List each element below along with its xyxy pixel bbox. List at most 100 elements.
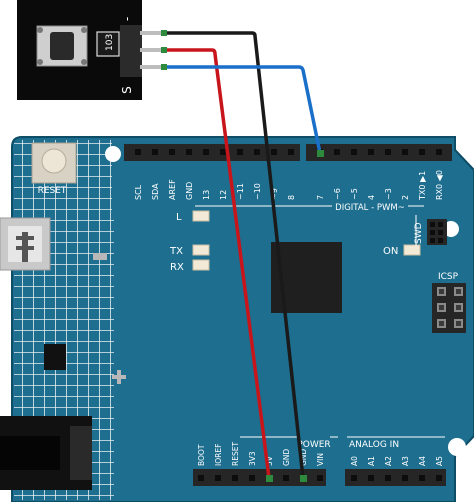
power-pin-label: GND bbox=[282, 449, 291, 466]
led-tx-label: TX bbox=[169, 246, 183, 257]
header-pin[interactable] bbox=[186, 149, 192, 155]
header-pin[interactable] bbox=[419, 149, 425, 155]
header-pin[interactable] bbox=[254, 149, 260, 155]
top-pin-label: 8 bbox=[287, 195, 296, 200]
header-pin[interactable] bbox=[215, 475, 221, 481]
power-pin-label: IOREF bbox=[214, 444, 223, 466]
analog-pin-label: A2 bbox=[384, 456, 393, 466]
usb-port bbox=[0, 217, 51, 271]
reset-button[interactable] bbox=[31, 142, 77, 184]
top-pin-label: 12 bbox=[219, 190, 228, 200]
header-pin[interactable] bbox=[317, 475, 323, 481]
blue-wire[interactable] bbox=[165, 65, 322, 154]
header-pin[interactable] bbox=[436, 149, 442, 155]
swd-pin bbox=[430, 238, 435, 243]
smd-part bbox=[93, 253, 107, 260]
top-pin-label: RX0 ◀0 bbox=[435, 170, 444, 200]
wire-end bbox=[300, 475, 307, 482]
analog-pin-label: A4 bbox=[418, 456, 427, 466]
button-module: 103 - S bbox=[17, 0, 164, 100]
wire-end bbox=[266, 475, 273, 482]
power-pin-label: 5V bbox=[265, 455, 274, 466]
header-pin[interactable] bbox=[283, 475, 289, 481]
header-pin[interactable] bbox=[351, 149, 357, 155]
tactile-button[interactable] bbox=[36, 25, 88, 67]
power-pin-label: 3V3 bbox=[248, 451, 257, 466]
pin-housing bbox=[120, 25, 142, 77]
power-pin-label: BOOT bbox=[197, 444, 206, 466]
analog-header bbox=[345, 469, 446, 486]
header-pin[interactable] bbox=[368, 149, 374, 155]
regulator-chip bbox=[44, 344, 66, 370]
header-pin[interactable] bbox=[334, 149, 340, 155]
header-pin[interactable] bbox=[436, 475, 442, 481]
power-label: POWER bbox=[297, 440, 330, 450]
header-pin[interactable] bbox=[203, 149, 209, 155]
top-header bbox=[124, 144, 452, 161]
swd-pin bbox=[430, 230, 435, 235]
plus-mark bbox=[112, 370, 126, 384]
header-pin[interactable] bbox=[232, 475, 238, 481]
analog-pin-label: A5 bbox=[435, 456, 444, 466]
header-pin[interactable] bbox=[152, 149, 158, 155]
top-pin-label: 2 bbox=[401, 195, 410, 200]
mounting-hole bbox=[448, 438, 466, 456]
led-l bbox=[192, 210, 210, 222]
power-pin-label: VIN bbox=[316, 453, 325, 466]
analog-label: ANALOG IN bbox=[349, 440, 399, 450]
top-pin-label: 4 bbox=[367, 195, 376, 200]
header-pin[interactable] bbox=[402, 475, 408, 481]
mounting-hole bbox=[105, 146, 121, 162]
red-wire[interactable] bbox=[165, 48, 271, 479]
header-pin[interactable] bbox=[385, 149, 391, 155]
resistor-label: 103 bbox=[105, 34, 115, 51]
header-pin[interactable] bbox=[169, 149, 175, 155]
top-pin-label: SDA bbox=[151, 183, 160, 200]
header-pin[interactable] bbox=[402, 149, 408, 155]
top-pin-label: ~11 bbox=[236, 183, 245, 200]
header-pin[interactable] bbox=[271, 149, 277, 155]
swd-pin bbox=[438, 230, 443, 235]
header-pin[interactable] bbox=[135, 149, 141, 155]
header-pin[interactable] bbox=[419, 475, 425, 481]
swd-label: SWD bbox=[414, 222, 424, 244]
top-pin-label: ~9 bbox=[270, 188, 279, 200]
black-wire[interactable] bbox=[165, 31, 305, 479]
top-pin-label: ~6 bbox=[333, 188, 342, 200]
pin-signal-label: S bbox=[120, 86, 134, 94]
wires bbox=[161, 30, 324, 482]
power-header bbox=[193, 469, 326, 486]
header-pin[interactable] bbox=[368, 475, 374, 481]
icsp-label: ICSP bbox=[438, 272, 459, 282]
header-pin[interactable] bbox=[288, 149, 294, 155]
top-pin-label: AREF bbox=[168, 179, 177, 200]
header-pin[interactable] bbox=[385, 475, 391, 481]
led-on bbox=[403, 244, 421, 256]
analog-pin-label: A3 bbox=[401, 456, 410, 466]
header-pin[interactable] bbox=[237, 149, 243, 155]
top-pin-label: GND bbox=[185, 182, 194, 200]
top-pin-label: TX0 ▶1 bbox=[418, 171, 427, 201]
header-pin[interactable] bbox=[249, 475, 255, 481]
header-pin[interactable] bbox=[351, 475, 357, 481]
top-pin-label: 13 bbox=[202, 190, 211, 200]
led-rx bbox=[192, 259, 210, 271]
led-rx-label: RX bbox=[170, 262, 184, 273]
swd-pin bbox=[438, 238, 443, 243]
analog-pin-label: A1 bbox=[367, 456, 376, 466]
top-pin-label: ~5 bbox=[350, 188, 359, 200]
digital-label: DIGITAL - PWM~ bbox=[335, 203, 405, 213]
header-pin[interactable] bbox=[198, 475, 204, 481]
analog-pin-label: A0 bbox=[350, 456, 359, 466]
top-pin-label: ~3 bbox=[384, 188, 393, 200]
swd-pin bbox=[438, 222, 443, 227]
power-jack bbox=[0, 416, 92, 490]
top-pin-label: 7 bbox=[316, 195, 325, 200]
swd-pin bbox=[430, 222, 435, 227]
led-tx bbox=[192, 244, 210, 256]
wire-end bbox=[161, 47, 167, 53]
header-pin[interactable] bbox=[220, 149, 226, 155]
wire-end bbox=[161, 64, 167, 70]
